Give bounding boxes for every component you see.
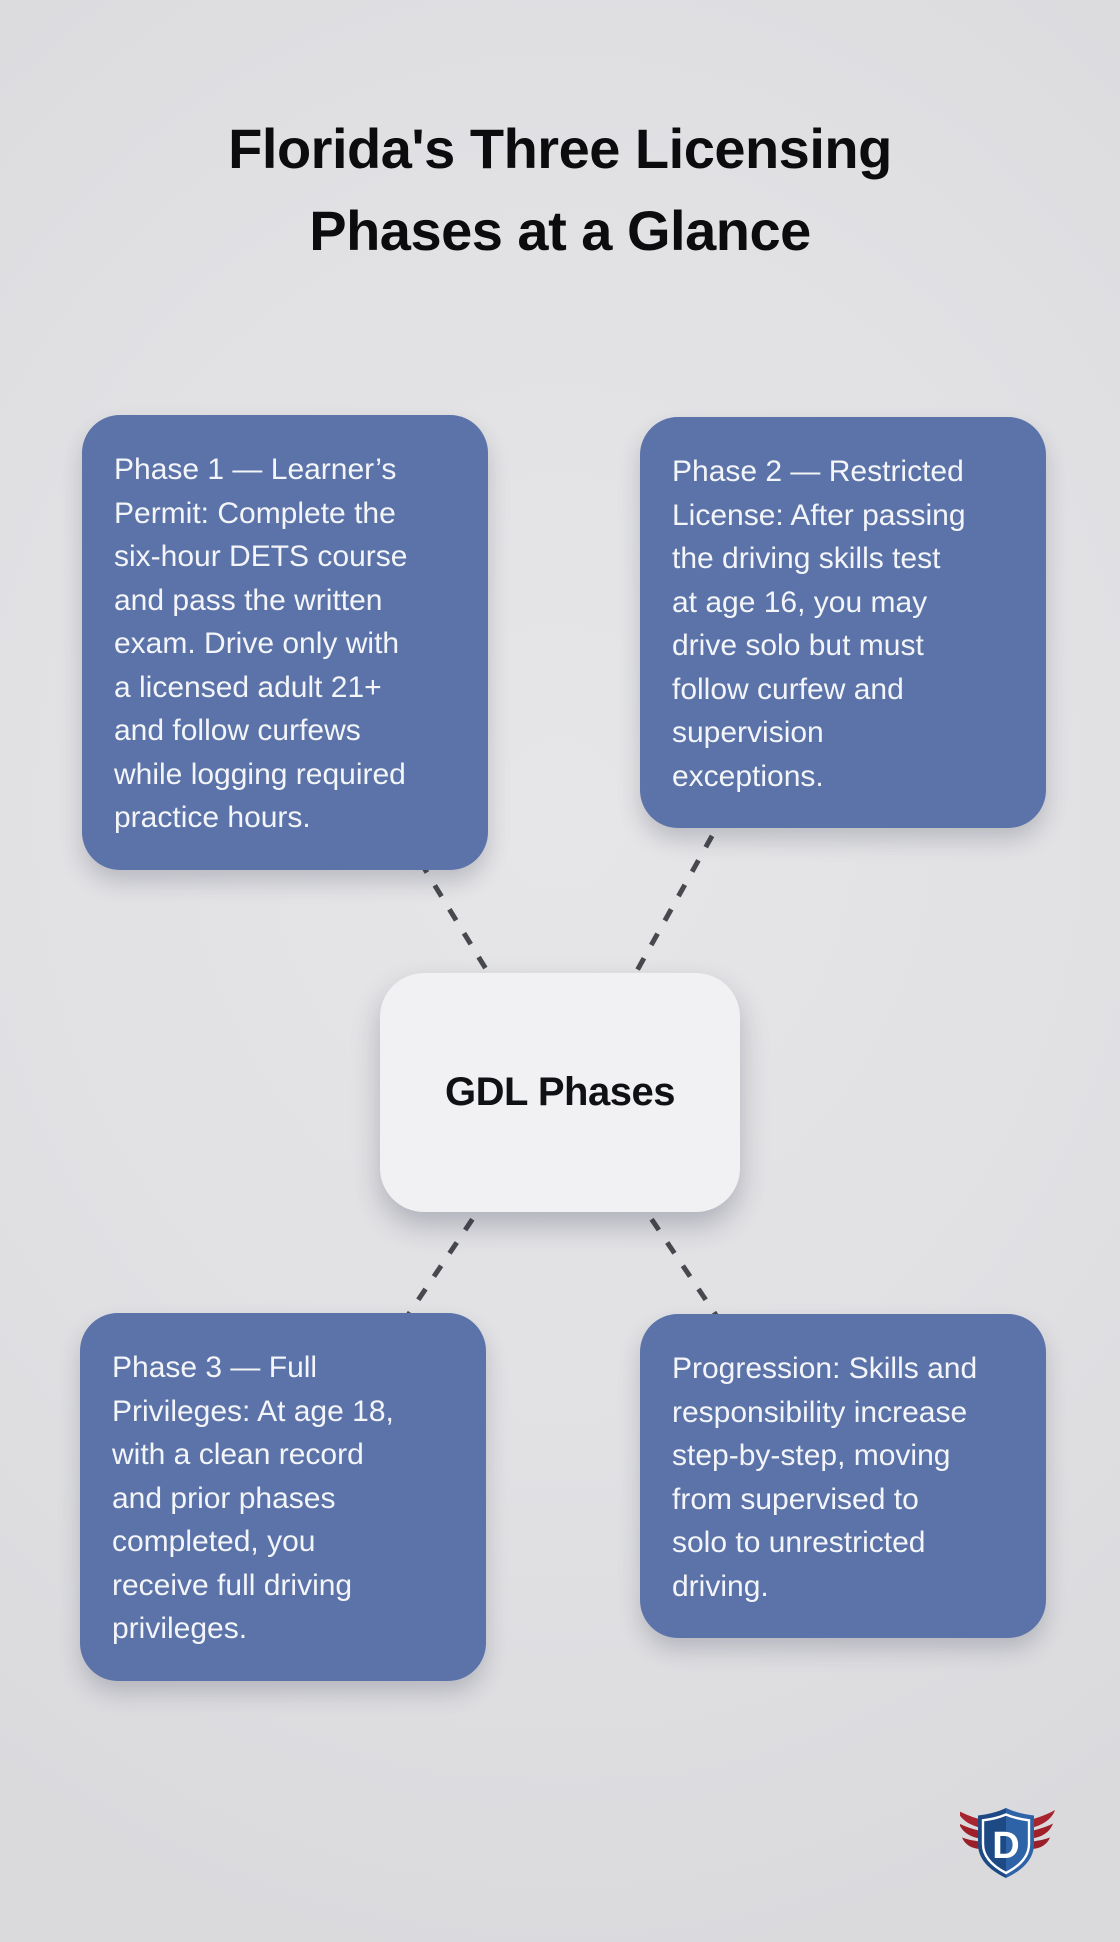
brand-logo: D <box>960 1808 1055 1878</box>
logo-wing-right-icon <box>1030 1810 1055 1849</box>
card-phase-1-learners-permit: Phase 1 — Learner’s Permit: Complete the… <box>82 415 488 870</box>
connector-center-to-phase-1 <box>415 856 503 994</box>
page-title: Florida's Three Licensing Phases at a Gl… <box>228 117 892 262</box>
card-progression: Progression: Skills and responsibility i… <box>640 1314 1046 1638</box>
card-phase-1-text: Phase 1 — Learner’s Permit: Complete the… <box>114 453 408 834</box>
connector-center-to-progression <box>633 1194 729 1332</box>
center-node-gdl-phases: GDL Phases <box>380 973 740 1212</box>
connector-center-to-phase-2 <box>621 816 725 996</box>
card-phase-3-text: Phase 3 — Full Privileges: At age 18, wi… <box>112 1351 394 1645</box>
card-progression-text: Progression: Skills and responsibility i… <box>672 1352 978 1603</box>
connector-center-to-phase-3 <box>395 1194 491 1332</box>
logo-shield-icon: D <box>978 1808 1034 1878</box>
card-phase-3-full-privileges: Phase 3 — Full Privileges: At age 18, wi… <box>80 1313 486 1681</box>
card-phase-2-restricted-license: Phase 2 — Restricted License: After pass… <box>640 417 1046 828</box>
center-node-label: GDL Phases <box>445 1070 675 1114</box>
logo-wing-left-icon <box>960 1811 982 1849</box>
logo-letter: D <box>992 1825 1019 1867</box>
card-phase-2-text: Phase 2 — Restricted License: After pass… <box>672 455 966 793</box>
